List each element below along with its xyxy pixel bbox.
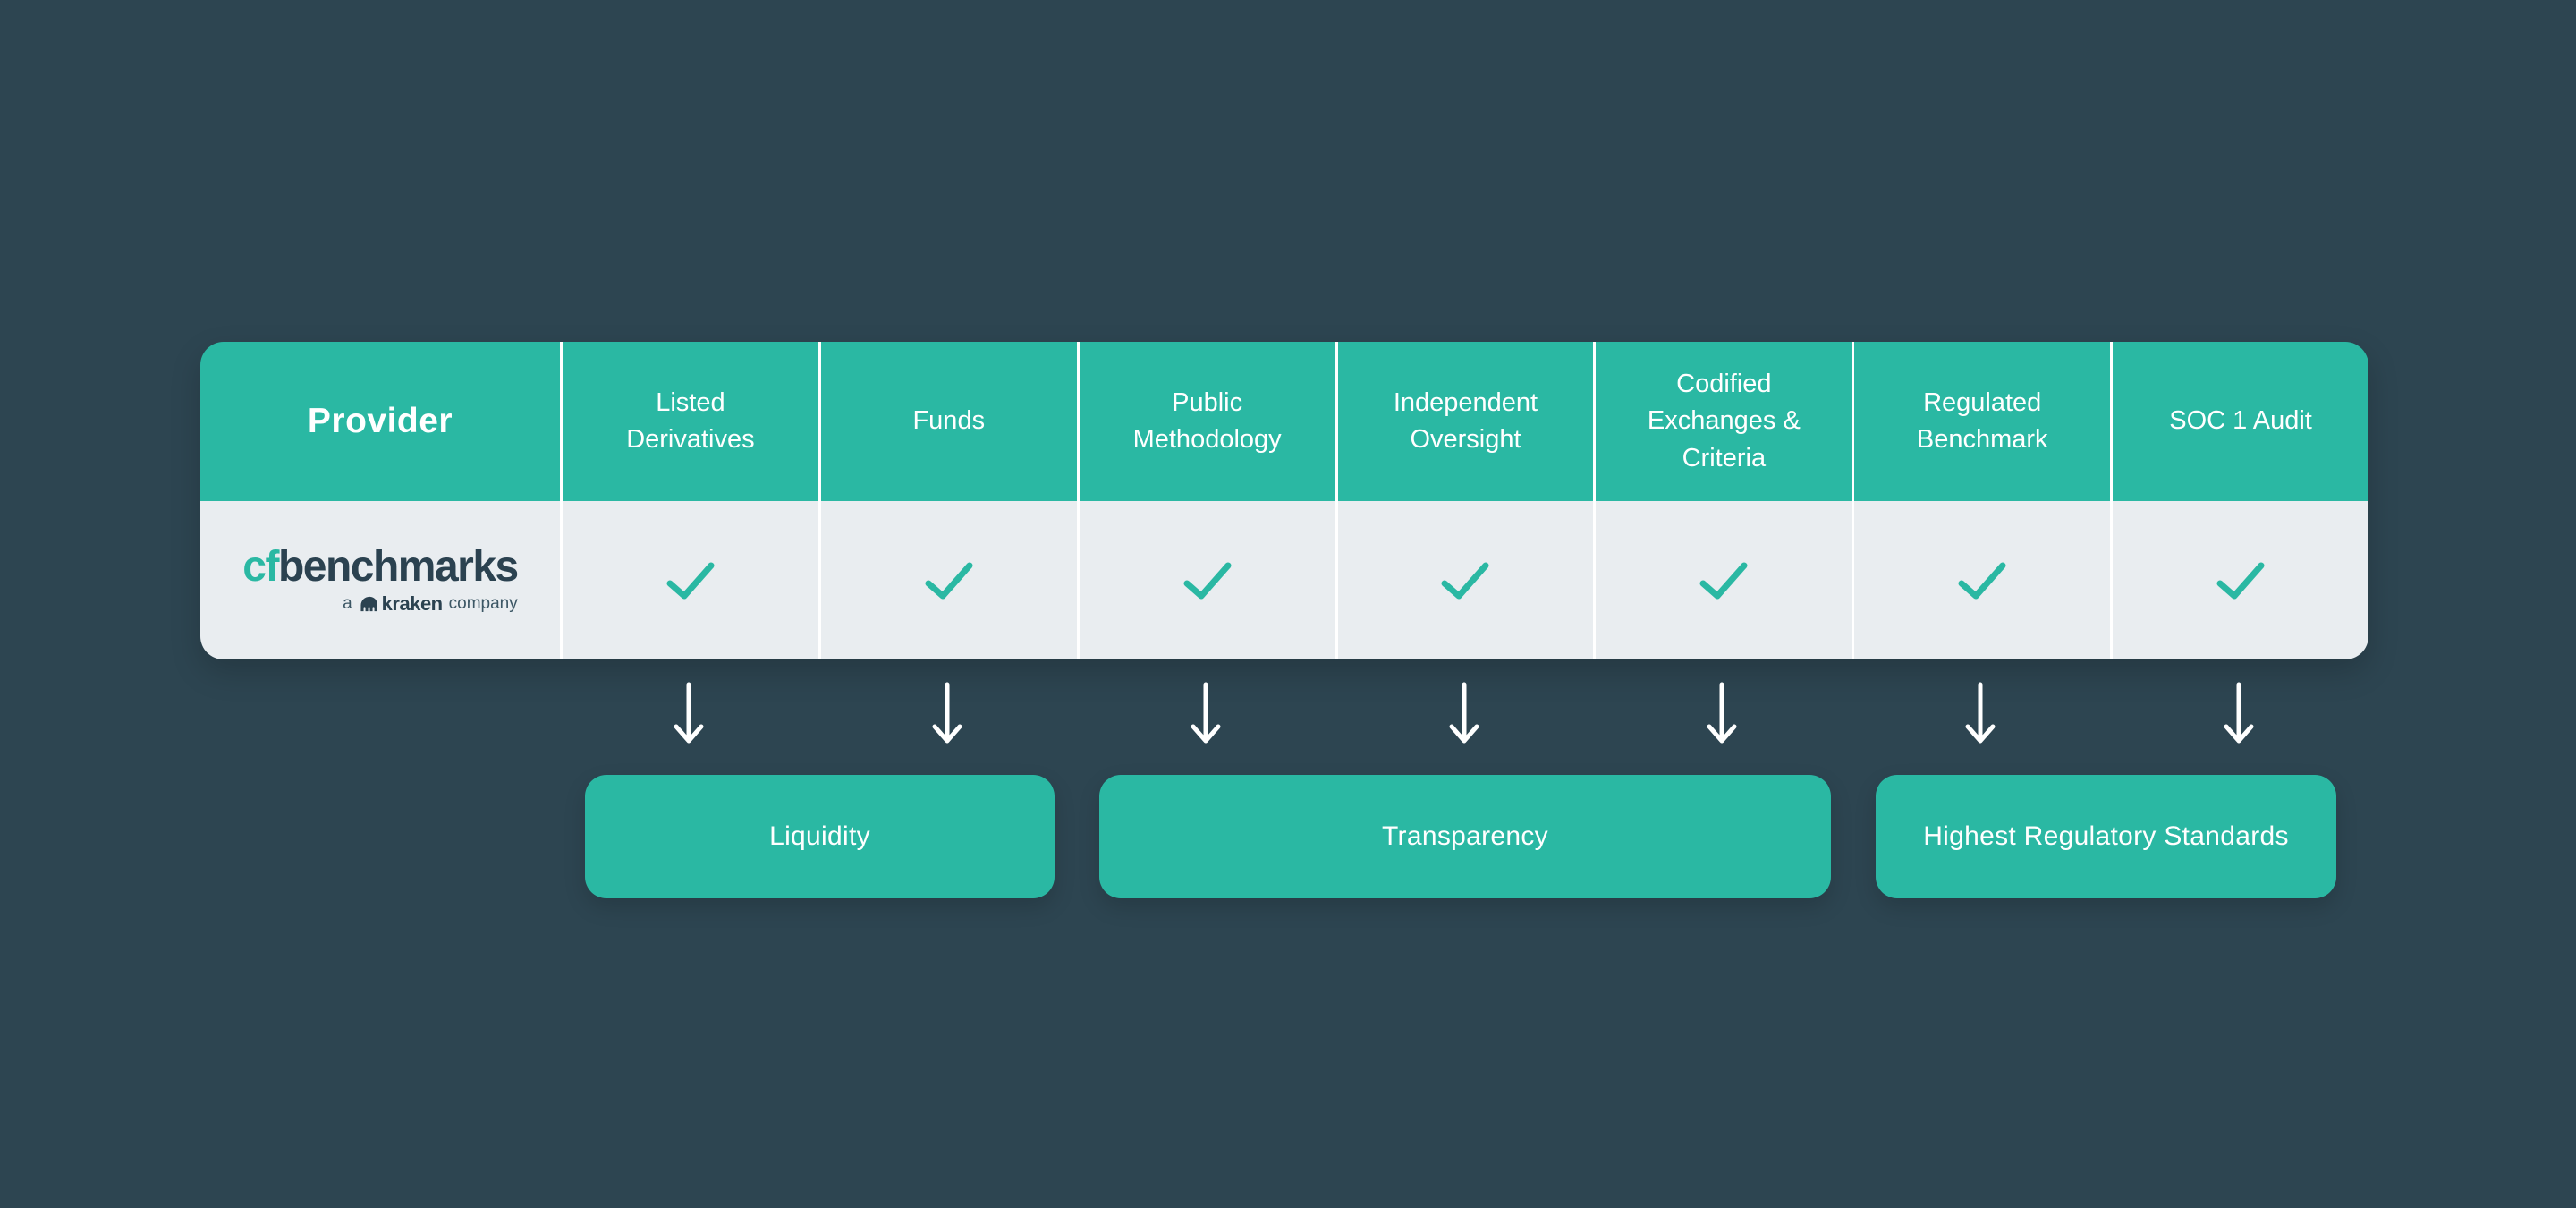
down-arrow-icon xyxy=(1707,682,1737,744)
group-box-highest-regulatory-standards: Highest Regulatory Standards xyxy=(1876,775,2336,898)
check-cell-regulated-benchmark xyxy=(1852,501,2111,659)
check-icon xyxy=(666,562,715,599)
down-arrow-icon xyxy=(674,682,704,744)
kraken-icon xyxy=(360,596,377,611)
kraken-tagline: a kraken company xyxy=(242,592,518,616)
group-label: Transparency xyxy=(1382,821,1548,851)
header-cell-regulated-benchmark: Regulated Benchmark xyxy=(1852,342,2111,501)
down-arrow-icon xyxy=(2224,682,2254,744)
check-cell-soc1-audit xyxy=(2110,501,2368,659)
tagline-a: a xyxy=(343,593,352,613)
down-arrow-icon xyxy=(1965,682,1996,744)
check-cell-listed-derivatives xyxy=(560,501,818,659)
header-cell-codified-exchanges: Codified Exchanges & Criteria xyxy=(1593,342,1852,501)
logo-prefix: cf xyxy=(242,542,279,591)
cfbenchmarks-logo: cfbenchmarks a kraken company xyxy=(242,542,519,616)
check-cell-codified-exchanges xyxy=(1593,501,1852,659)
group-label: Liquidity xyxy=(769,821,870,851)
logo-name: benchmarks xyxy=(277,542,519,591)
kraken-brand: kraken xyxy=(359,592,443,616)
header-cell-independent-oversight: Independent Oversight xyxy=(1335,342,1594,501)
check-icon xyxy=(1699,562,1748,599)
header-cell-public-methodology: Public Methodology xyxy=(1076,342,1335,501)
header-cell-soc1-audit: SOC 1 Audit xyxy=(2110,342,2368,501)
header-cell-listed-derivatives: Listed Derivatives xyxy=(560,342,818,501)
provider-logo-cell: cfbenchmarks a kraken company xyxy=(200,501,560,659)
down-arrow-icon xyxy=(1449,682,1479,744)
group-label: Highest Regulatory Standards xyxy=(1923,821,2289,851)
check-icon xyxy=(1441,562,1489,599)
check-cell-independent-oversight xyxy=(1335,501,1594,659)
down-arrow-icon xyxy=(932,682,962,744)
group-box-transparency: Transparency xyxy=(1099,775,1831,898)
check-icon xyxy=(1958,562,2006,599)
check-icon xyxy=(925,562,973,599)
check-icon xyxy=(1183,562,1232,599)
group-box-liquidity: Liquidity xyxy=(585,775,1055,898)
header-cell-provider: Provider xyxy=(200,342,560,501)
down-arrow-icon xyxy=(1191,682,1221,744)
comparison-table: Provider Listed Derivatives Funds Public… xyxy=(200,342,2368,659)
check-icon xyxy=(2216,562,2265,599)
check-cell-public-methodology xyxy=(1076,501,1335,659)
check-cell-funds xyxy=(818,501,1077,659)
tagline-kraken: kraken xyxy=(381,591,443,615)
tagline-company: company xyxy=(448,593,518,613)
header-cell-funds: Funds xyxy=(818,342,1077,501)
cfbenchmarks-wordmark: cfbenchmarks xyxy=(242,542,519,591)
